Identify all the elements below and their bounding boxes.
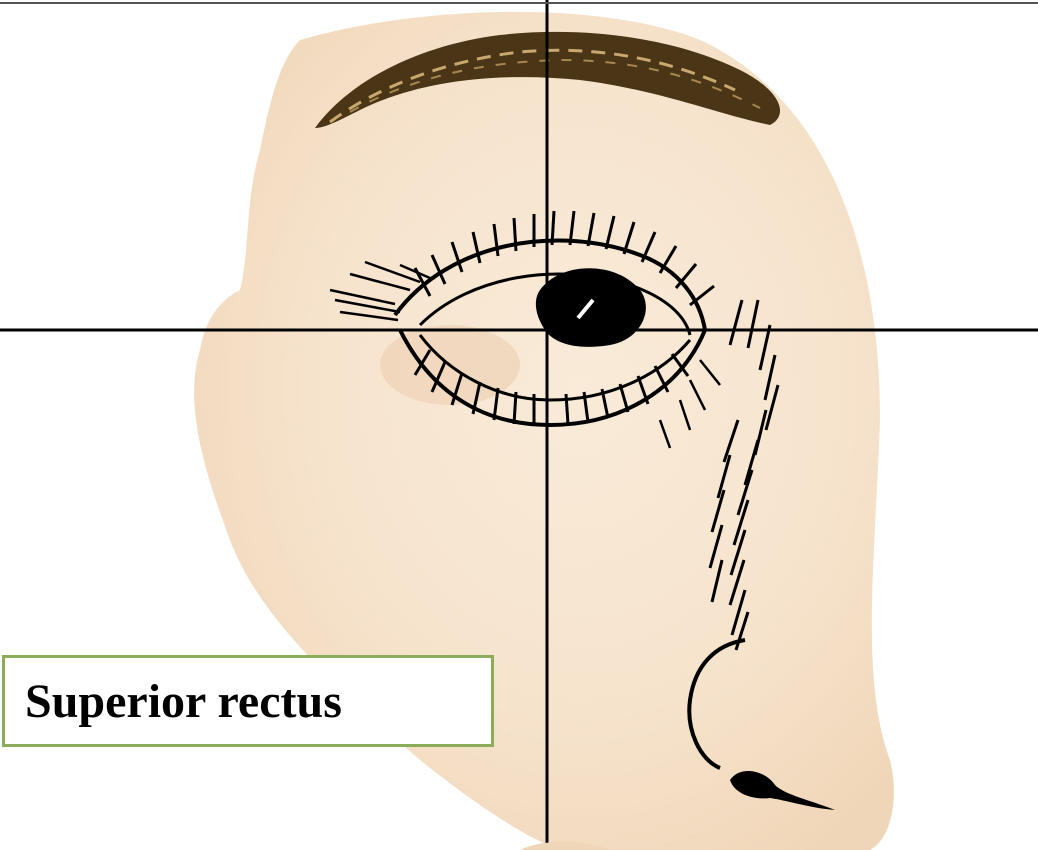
muscle-label-box: Superior rectus — [2, 655, 494, 747]
muscle-label: Superior rectus — [25, 674, 342, 729]
